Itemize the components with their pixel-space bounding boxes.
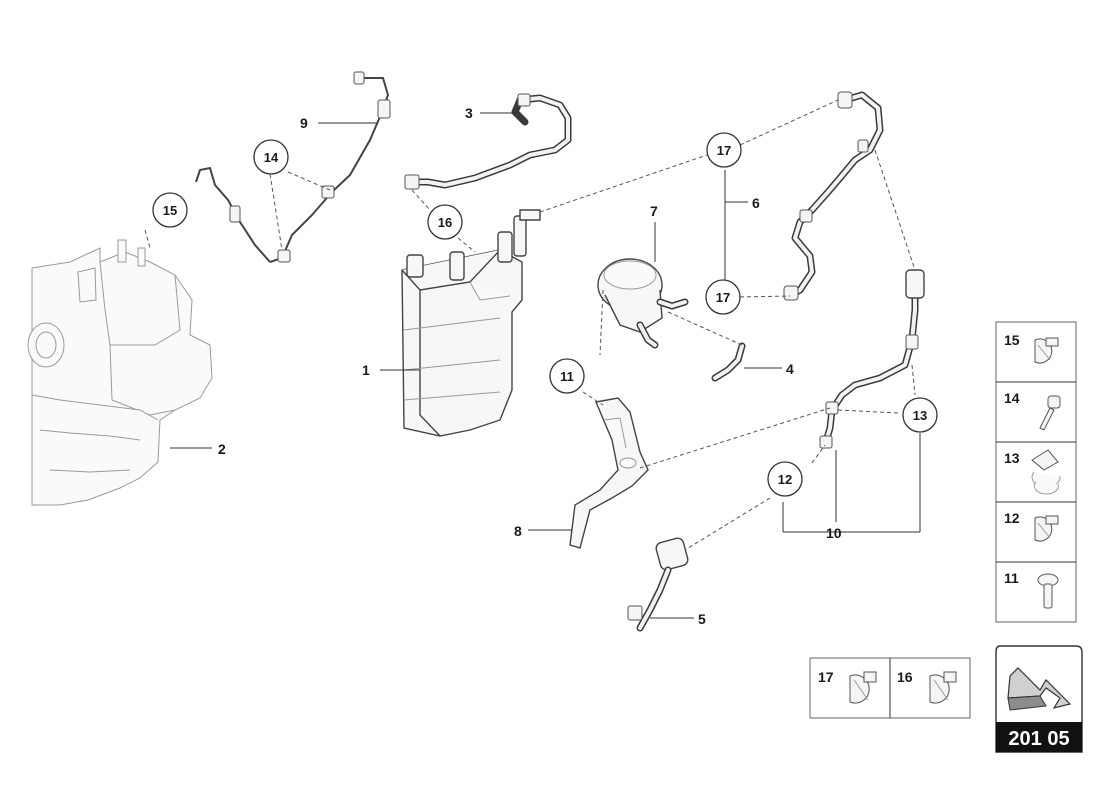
legend-item-17: 17 — [818, 669, 877, 704]
charcoal-canister — [401, 209, 541, 437]
clip-icon — [1031, 449, 1061, 495]
reference-badge: 201 05 — [995, 645, 1083, 753]
callout-6: 6 — [752, 195, 760, 211]
arrow-icon — [1007, 667, 1072, 711]
svg-text:16: 16 — [438, 215, 452, 230]
svg-text:11: 11 — [1004, 570, 1019, 586]
callout-2: 2 — [218, 441, 226, 457]
svg-text:11: 11 — [560, 369, 574, 384]
bolt-icon — [1037, 573, 1059, 609]
circle-callout-13: 13 — [902, 397, 938, 433]
vent-hose-9 — [195, 71, 391, 263]
svg-text:12: 12 — [778, 472, 792, 487]
reference-code: 201 05 — [1008, 728, 1069, 750]
circle-callout-12: 12 — [767, 461, 803, 497]
legend-item-13: 13 — [1004, 449, 1061, 495]
callout-10: 10 — [826, 525, 842, 541]
hose-10 — [819, 269, 925, 449]
legend-item-12: 12 — [1004, 510, 1059, 542]
bottom-legend: 17 16 — [809, 657, 971, 719]
fuel-tank — [27, 239, 213, 506]
svg-text:12: 12 — [1004, 510, 1020, 526]
circle-callout-11: 11 — [549, 358, 585, 394]
callout-9: 9 — [300, 115, 308, 131]
svg-text:14: 14 — [1004, 390, 1020, 406]
legend-item-11: 11 — [1004, 570, 1059, 609]
hose-clamp-icon — [1034, 337, 1059, 364]
legend-item-16: 16 — [897, 669, 957, 704]
svg-text:15: 15 — [163, 203, 177, 218]
callout-3: 3 — [465, 105, 473, 121]
pump-5 — [627, 537, 689, 632]
callout-7: 7 — [650, 203, 658, 219]
screw-icon — [1039, 395, 1061, 431]
purge-valve — [597, 258, 689, 349]
hose-clamp-icon — [849, 671, 877, 704]
dashed-connectors — [144, 99, 916, 551]
svg-text:14: 14 — [264, 150, 279, 165]
callout-5: 5 — [698, 611, 706, 627]
svg-text:16: 16 — [897, 669, 913, 685]
svg-text:13: 13 — [913, 408, 927, 423]
svg-text:13: 13 — [1004, 450, 1020, 466]
pipe-4 — [711, 342, 746, 382]
svg-text:17: 17 — [716, 290, 730, 305]
legend-item-15: 15 — [1004, 332, 1059, 364]
callout-4: 4 — [786, 361, 794, 377]
callouts: 1 2 3 4 5 6 7 8 9 10 — [218, 105, 842, 627]
vent-hose-3 — [404, 93, 572, 190]
callout-1: 1 — [362, 362, 370, 378]
circle-callout-14: 14 — [253, 139, 289, 175]
callout-8: 8 — [514, 523, 522, 539]
side-legend: 15 14 13 12 — [995, 321, 1077, 623]
circle-callout-16: 16 — [427, 204, 463, 240]
circle-callout-17-bottom: 17 — [705, 279, 741, 315]
circle-callout-17-top: 17 — [706, 132, 742, 168]
hose-clamp-icon — [929, 671, 957, 704]
bracket-8 — [569, 397, 649, 549]
svg-text:17: 17 — [717, 143, 731, 158]
legend-item-14: 14 — [1004, 390, 1061, 431]
hose-clamp-icon — [1034, 515, 1059, 542]
svg-text:15: 15 — [1004, 332, 1020, 348]
hose-6 — [783, 91, 884, 301]
circle-callout-15: 15 — [152, 192, 188, 228]
leader-lines — [170, 112, 921, 619]
circled-callouts: 15 14 16 17 17 11 12 13 — [152, 132, 938, 497]
svg-text:17: 17 — [818, 669, 834, 685]
